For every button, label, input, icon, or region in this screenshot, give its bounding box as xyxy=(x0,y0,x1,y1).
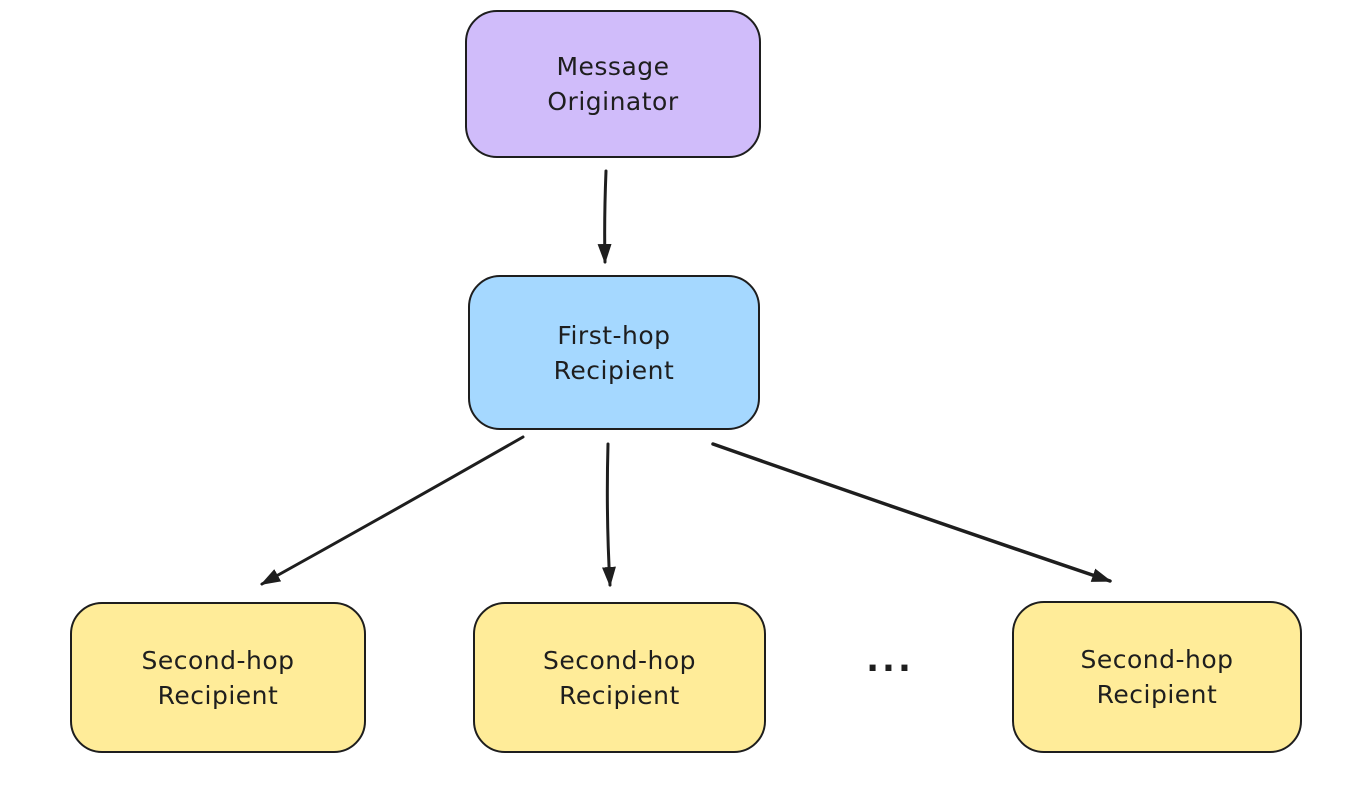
node-first-hop-recipient-label: First-hop Recipient xyxy=(553,320,675,385)
arrow-firsthop-to-secondhop-2 xyxy=(601,442,616,587)
node-first-hop-recipient: First-hop Recipient xyxy=(468,275,760,430)
arrow-firsthop-to-secondhop-3 xyxy=(711,442,1112,583)
node-second-hop-recipient-3: Second-hop Recipient xyxy=(1012,601,1302,753)
node-message-originator: Message Originator xyxy=(465,10,761,158)
node-second-hop-recipient-2-label: Second-hop Recipient xyxy=(542,645,697,710)
node-message-originator-label: Message Originator xyxy=(547,52,679,116)
ellipsis-more-recipients: ... xyxy=(866,640,914,680)
node-second-hop-recipient-1: Second-hop Recipient xyxy=(70,602,366,753)
node-second-hop-recipient-2: Second-hop Recipient xyxy=(473,602,766,753)
arrow-firsthop-to-secondhop-1 xyxy=(260,435,525,586)
node-second-hop-recipient-3-label: Second-hop Recipient xyxy=(1080,645,1234,709)
node-second-hop-recipient-1-label: Second-hop Recipient xyxy=(141,645,295,710)
arrow-originator-to-firsthop xyxy=(597,169,612,264)
